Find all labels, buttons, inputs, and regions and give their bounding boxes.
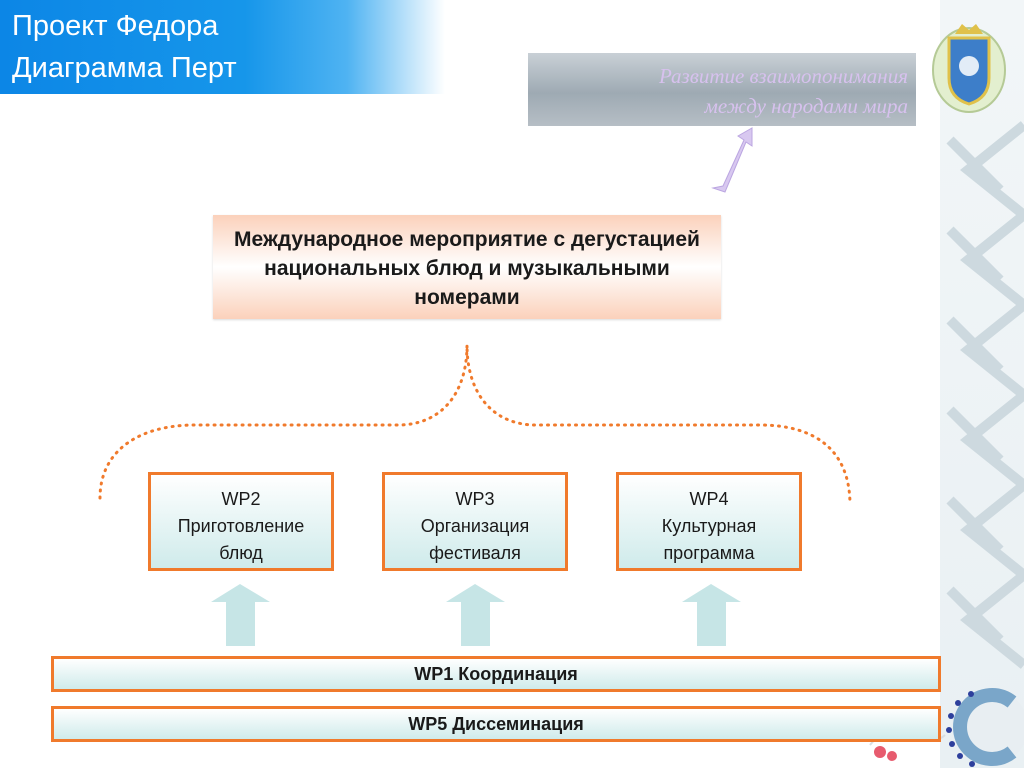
wp4-line2: программа xyxy=(663,543,755,563)
arrow-to-goal-icon xyxy=(711,127,753,193)
wp1-coordination-bar: WP1 Координация xyxy=(51,656,941,692)
title-line-1: Проект Федора xyxy=(12,10,219,42)
chevron-pattern xyxy=(946,121,1024,669)
wp3-box: WP3 Организация фестиваля xyxy=(382,472,568,571)
up-arrow-wp2-icon xyxy=(211,584,270,646)
c-star-logo-icon xyxy=(869,688,1024,767)
grouping-bracket xyxy=(98,344,852,507)
up-arrow-wp3-icon xyxy=(446,584,505,646)
wp3-line1: Организация xyxy=(420,516,530,536)
wp4-box: WP4 Культурная программа xyxy=(616,472,802,571)
title-line-2: Диаграмма Перт xyxy=(12,52,237,84)
goal-line-1: Развитие взаимопонимания xyxy=(658,64,908,88)
wp4-code: WP4 xyxy=(689,489,729,509)
wp5-dissemination-bar: WP5 Диссеминация xyxy=(51,706,941,742)
wp2-code: WP2 xyxy=(221,489,261,509)
main-event-box: Международное мероприятие с дегустацией … xyxy=(213,215,721,319)
wp1-label: WP1 Координация xyxy=(414,664,578,684)
wp5-label: WP5 Диссеминация xyxy=(408,714,584,734)
wp3-code: WP3 xyxy=(455,489,495,509)
wp2-box: WP2 Приготовление блюд xyxy=(148,472,334,571)
goal-line-2: между народами мира xyxy=(704,94,908,118)
wp2-text: WP2 Приготовление блюд xyxy=(151,486,331,567)
wp4-line1: Культурная xyxy=(661,516,757,536)
wp3-line2: фестиваля xyxy=(429,543,521,563)
up-arrow-wp4-icon xyxy=(682,584,741,646)
coat-of-arms-icon xyxy=(932,24,1006,113)
slide-title: Проект Федора Диаграмма Перт xyxy=(0,0,445,94)
wp2-line1: Приготовление xyxy=(177,516,305,536)
wp4-text: WP4 Культурная программа xyxy=(619,486,799,567)
wp3-text: WP3 Организация фестиваля xyxy=(385,486,565,567)
goal-box: Развитие взаимопонимания между народами … xyxy=(528,53,916,126)
wp2-line2: блюд xyxy=(219,543,263,563)
main-event-text: Международное мероприятие с дегустацией … xyxy=(234,228,700,309)
